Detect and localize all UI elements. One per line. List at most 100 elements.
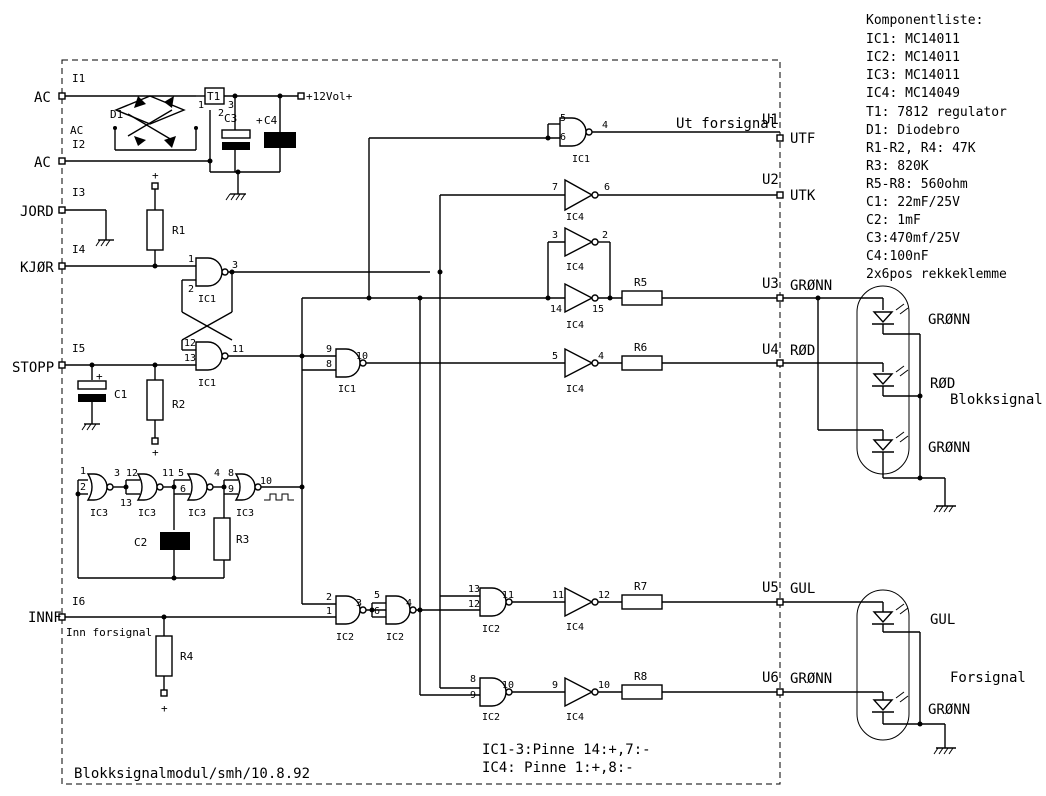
ic3-pin1: 1 <box>80 466 86 477</box>
capacitor-c3 <box>221 129 251 139</box>
ic2c-pin11: 11 <box>502 590 514 601</box>
fore-green: GRØNN <box>928 702 970 718</box>
ic2b-pin4: 4 <box>406 598 412 609</box>
resistor-r7 <box>621 594 663 610</box>
ic1b-pin12: 12 <box>184 338 196 349</box>
output-utf: UTF <box>790 131 815 147</box>
resistor-r5 <box>621 290 663 306</box>
terminal-i3: I3 <box>72 186 85 199</box>
block-green-top: GRØNN <box>928 312 970 328</box>
output-u4: U4 <box>762 342 779 358</box>
r8-label: R8 <box>634 670 647 683</box>
component-list-item: C3:470mf/25V <box>866 231 960 246</box>
ic1-gate-b <box>195 341 229 371</box>
component-list-item: IC1: MC14011 <box>866 32 960 47</box>
ic3-pin2: 2 <box>80 482 86 493</box>
module-boundary <box>61 59 781 785</box>
ic1a-pin1: 1 <box>188 254 194 265</box>
ic1a-pin3: 3 <box>232 260 238 271</box>
c3-plus: + <box>256 114 263 127</box>
r4-plus: + <box>161 702 168 715</box>
t1-label: T1 <box>207 90 220 103</box>
capacitor-c1 <box>77 380 107 390</box>
ic4-rod-label: IC4 <box>566 384 584 395</box>
ic4-pin14: 14 <box>550 304 562 315</box>
c1-label: C1 <box>114 388 127 401</box>
ground-jord <box>65 209 114 247</box>
ic3-pin6: 6 <box>180 484 186 495</box>
forsignal-head <box>783 589 956 755</box>
component-list-item: IC3: MC14011 <box>866 68 960 83</box>
ic3-pin8: 8 <box>228 468 234 479</box>
ic2b-pin5: 5 <box>374 590 380 601</box>
c3-label: C3 <box>224 112 237 125</box>
t1-pin3: 3 <box>228 100 234 111</box>
resistor-r6 <box>621 355 663 371</box>
component-list-item: R1-R2, R4: 47K <box>866 141 976 156</box>
output-u5: U5 <box>762 580 779 596</box>
r3-label: R3 <box>236 533 249 546</box>
ic2-gate-a <box>335 595 367 625</box>
output-u6: U6 <box>762 670 779 686</box>
ic4-gul-pin11: 11 <box>552 590 564 601</box>
ic1a-pin2: 2 <box>188 284 194 295</box>
output-utk: UTK <box>790 188 816 204</box>
ic3-label-4: IC3 <box>236 508 254 519</box>
ic4-inverter-gul <box>564 586 599 618</box>
ic4-label-b: IC4 <box>566 320 584 331</box>
input-stopp: STOPP <box>12 360 54 376</box>
component-list-heading: Komponentliste: <box>866 13 983 28</box>
component-list-item: C1: 22mF/25V <box>866 195 960 210</box>
ic4-pin3: 3 <box>552 230 558 241</box>
ic4-gronn2-pin10: 10 <box>598 680 610 691</box>
terminal-i4: I4 <box>72 243 86 256</box>
ic2a-pin2: 2 <box>326 592 332 603</box>
component-list-item: R3: 820K <box>866 159 929 174</box>
ic3-pin3: 3 <box>114 468 120 479</box>
pin-note-2: IC4: Pinne 1:+,8:- <box>482 760 634 776</box>
ut-forsignal-label: Ut forsignal <box>676 116 777 132</box>
r2-label: R2 <box>172 398 185 411</box>
capacitor-c2 <box>160 532 190 550</box>
ic2c-label: IC2 <box>482 624 500 635</box>
ic1c-pin10: 10 <box>356 351 368 362</box>
component-list-item: D1: Diodebro <box>866 123 960 138</box>
blokksignal-head <box>783 285 956 513</box>
ic2b-label: IC2 <box>386 632 404 643</box>
ic1c-pin9: 9 <box>326 344 332 355</box>
ic3-pin9: 9 <box>228 484 234 495</box>
output-gronn-2: GRØNN <box>790 671 832 687</box>
input-innf: INNF <box>28 610 62 626</box>
terminal-i6: I6 <box>72 595 85 608</box>
ic2d-pin10: 10 <box>502 680 514 691</box>
input-ac-1: AC <box>34 90 51 106</box>
ic1d-pin6: 6 <box>560 132 566 143</box>
input-kjor: KJØR <box>20 260 54 276</box>
t1-pin1: 1 <box>198 100 204 111</box>
output-u3: U3 <box>762 276 779 292</box>
r7-label: R7 <box>634 580 647 593</box>
component-list-item: 2x6pos rekkeklemme <box>866 267 1007 282</box>
t1-pin2: 2 <box>218 108 224 119</box>
input-ac-2: AC <box>34 155 51 171</box>
d1-label: D1 <box>110 108 123 121</box>
ic4-rod-pin4: 4 <box>598 351 604 362</box>
ic4-inverter-gronn2 <box>564 676 599 708</box>
ic4-inverters-parallel <box>547 226 622 314</box>
ic1d-pin5: 5 <box>560 113 566 124</box>
ic4-rod-pin5: 5 <box>552 351 558 362</box>
terminal-i5: I5 <box>72 342 85 355</box>
capacitor-c4 <box>264 132 296 148</box>
output-gronn-1: GRØNN <box>790 278 832 294</box>
inn-forsignal-label: Inn forsignal <box>66 626 152 639</box>
resistor-r2 <box>146 379 164 421</box>
ic2d-pin8: 8 <box>470 674 476 685</box>
title-block: Blokksignalmodul/smh/10.8.92 <box>74 766 310 782</box>
output-u1: U1 <box>762 112 779 128</box>
regulator-t1 <box>204 87 225 105</box>
power-supply-wiring <box>65 95 300 194</box>
resistor-r4 <box>155 635 173 677</box>
resistor-r8 <box>621 684 663 700</box>
block-green-bottom: GRØNN <box>928 440 970 456</box>
ic4-gronn2-pin9: 9 <box>552 680 558 691</box>
